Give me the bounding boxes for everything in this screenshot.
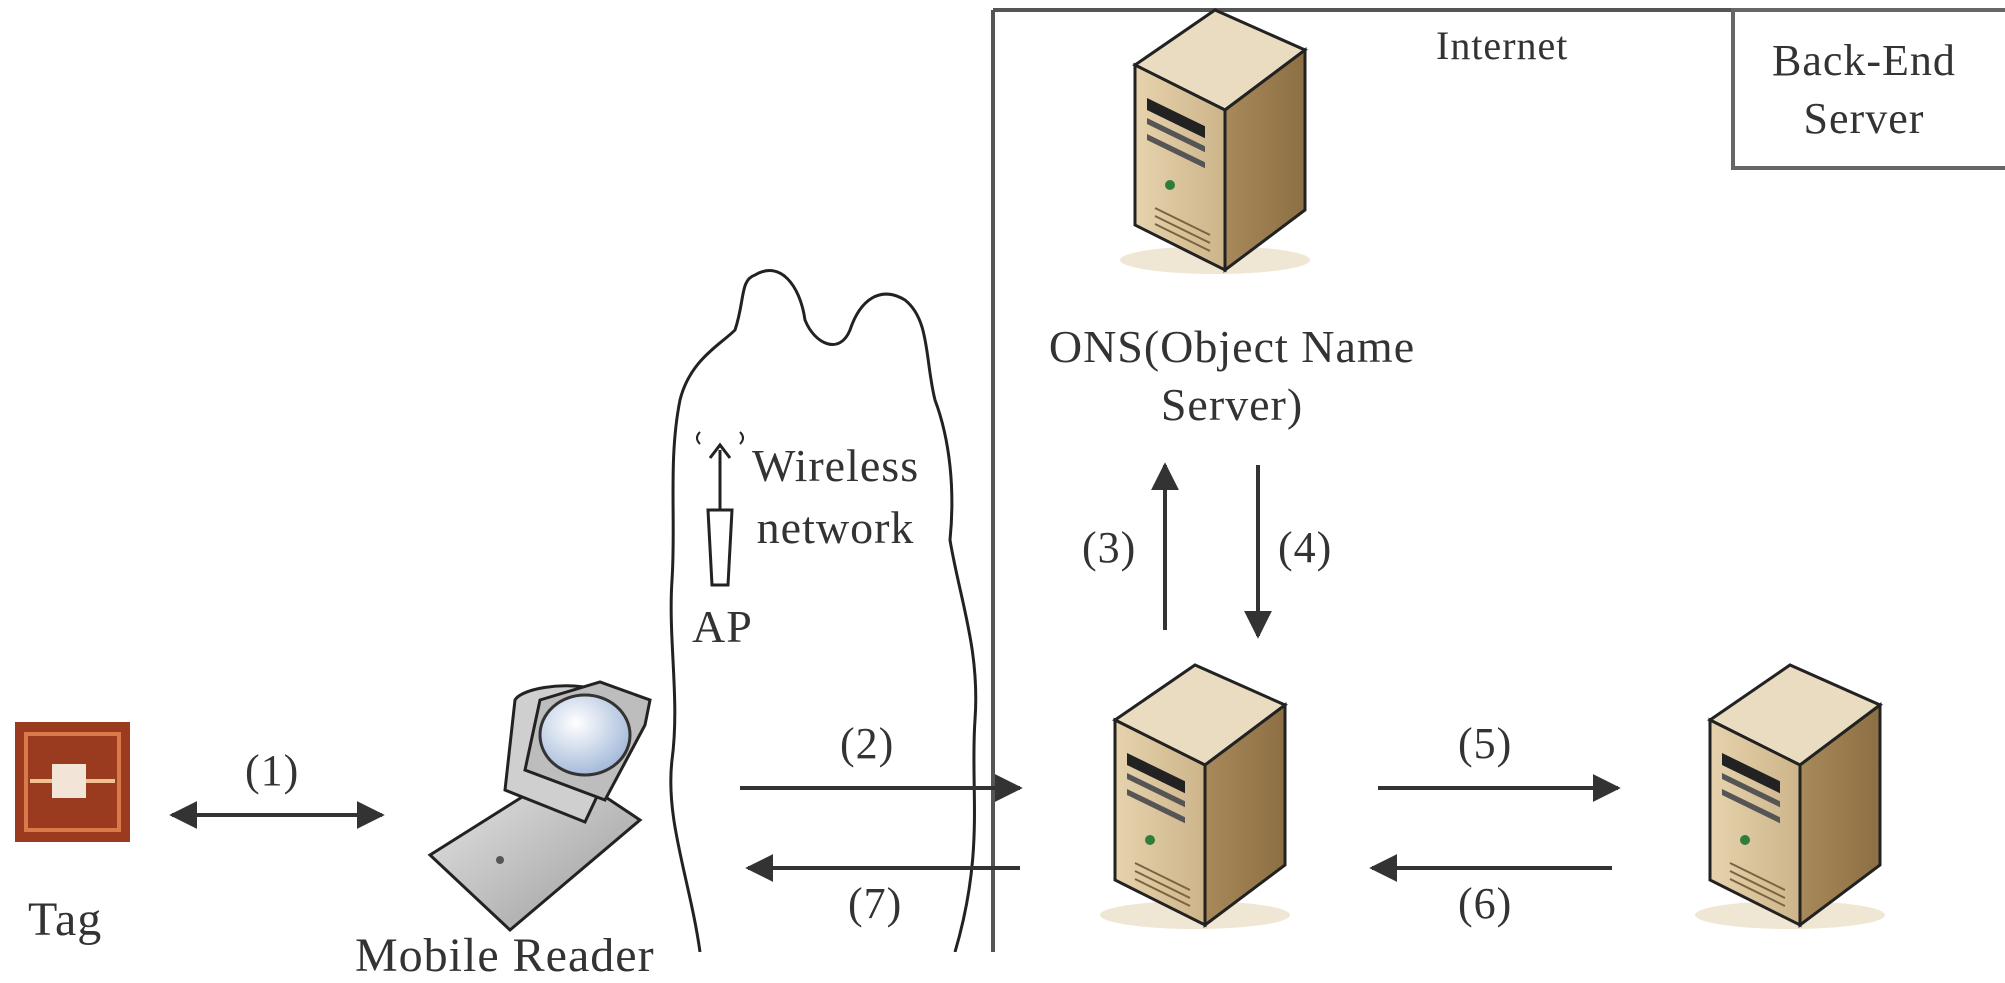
ons-label-line1: ONS(Object Name [1048, 321, 1416, 372]
wireless-network-label-line1: Wireless [752, 440, 920, 491]
step-5-label: (5) [1458, 719, 1513, 768]
back-end-server-label: Back-End Server [1772, 32, 1956, 148]
rfid-tag-icon [15, 722, 130, 842]
flip-phone-icon [427, 680, 652, 933]
ap-label: AP [692, 601, 753, 652]
ons-label-line2: Server) [1160, 379, 1304, 430]
ons-label: ONS(Object Name Server) [1012, 318, 1452, 434]
back-end-server-label-line2: Server [1803, 94, 1925, 143]
mobile-reader-label: Mobile Reader [355, 929, 655, 982]
access-point-antenna-icon [696, 431, 744, 587]
ons-server-icon [1118, 8, 1312, 276]
step-1-label: (1) [245, 746, 300, 795]
back-end-server-box [1731, 8, 2005, 170]
back-end-server-icon [1693, 663, 1887, 931]
back-end-server-label-line1: Back-End [1772, 36, 1956, 85]
step-3-label: (3) [1082, 523, 1137, 572]
wireless-network-label-line2: network [756, 502, 915, 553]
rfid-system-diagram [15, 8, 2005, 952]
local-server-icon [1098, 663, 1292, 931]
internet-label: Internet [1436, 23, 1569, 68]
step-7-label: (7) [848, 879, 903, 928]
step-4-label: (4) [1278, 523, 1333, 572]
step-2-label: (2) [840, 719, 895, 768]
wireless-network-label: Wireless network [752, 435, 919, 559]
step-6-label: (6) [1458, 879, 1513, 928]
wireless-cloud-icon [669, 269, 978, 952]
tag-label: Tag [28, 893, 103, 946]
